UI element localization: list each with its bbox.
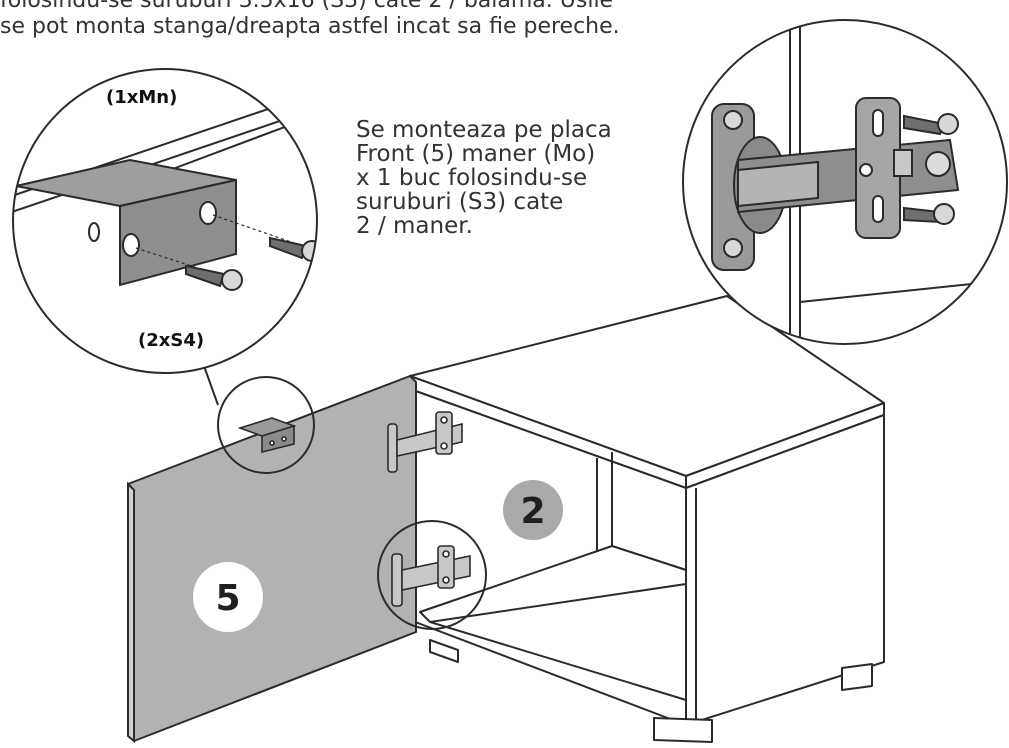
handle-on-door bbox=[237, 417, 297, 454]
intro-text-line-1: folosindu-se suruburi 3.5x16 (S3) cate 2… bbox=[0, 0, 614, 13]
hinge-detail-view bbox=[682, 19, 1008, 345]
screw-count-label: (2xS4) bbox=[138, 330, 205, 351]
handle-detail-ring bbox=[217, 376, 315, 474]
instruction-line-1: Se monteaza pe placa bbox=[356, 117, 612, 143]
door-panel bbox=[127, 375, 417, 744]
instruction-line-2: Front (5) maner (Mo) bbox=[356, 141, 596, 167]
intro-text-line-2: se pot monta stanga/dreapta astfel incat… bbox=[0, 14, 620, 39]
cabinet-body bbox=[409, 295, 885, 743]
badge-door-5: 5 bbox=[193, 562, 263, 632]
door-number: 5 bbox=[215, 578, 240, 619]
handle-count-label: (1xMn) bbox=[106, 87, 178, 108]
instruction-line-3: x 1 buc folosindu-se bbox=[356, 165, 588, 191]
instruction-line-5: 2 / maner. bbox=[356, 213, 473, 239]
instruction-line-4: suruburi (S3) cate bbox=[356, 189, 564, 215]
hinge-detail-ring bbox=[377, 520, 487, 630]
body-number: 2 bbox=[520, 491, 545, 532]
hinge-lower bbox=[391, 545, 471, 607]
handle-detail-view bbox=[12, 68, 318, 374]
hinge-upper bbox=[387, 411, 463, 473]
badge-body-2: 2 bbox=[503, 480, 563, 540]
